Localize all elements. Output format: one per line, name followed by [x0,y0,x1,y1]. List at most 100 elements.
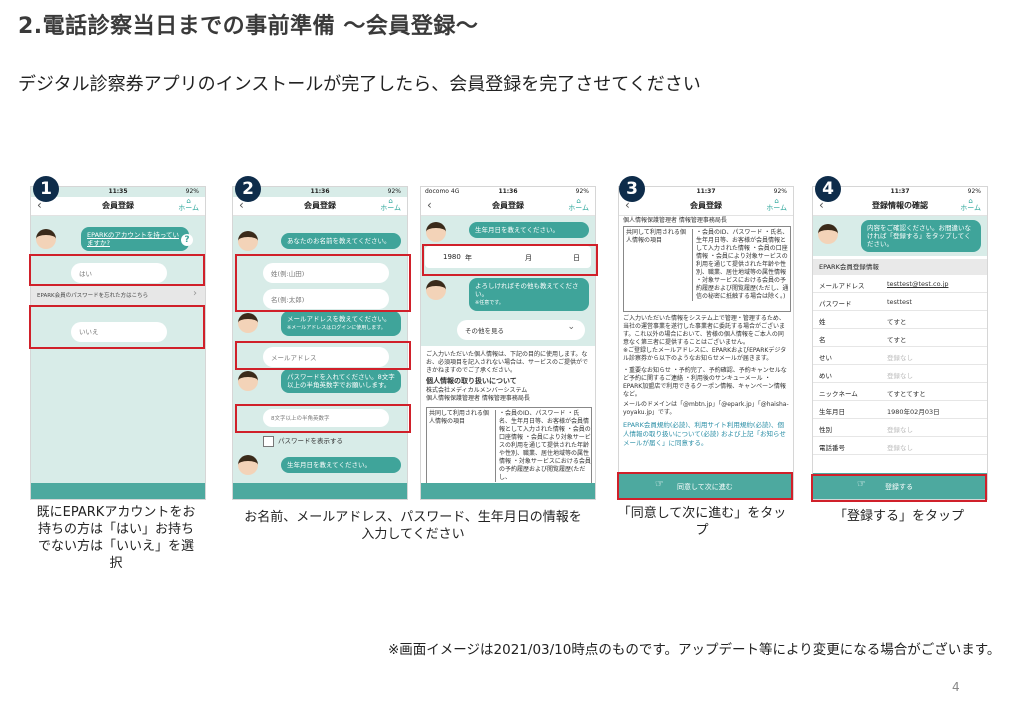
step-badge-3: 3 [619,176,645,202]
nav-bar: ‹ 会員登録 ⌂ホーム [31,197,205,216]
manager-line: 個人情報保護管理者 情報管理事務局長 [623,217,727,224]
see-more-button[interactable]: その他を見る ⌄ [457,320,585,340]
avatar [238,313,258,333]
avatar [238,231,258,251]
sei-input[interactable]: 姓(例:山田) [263,263,389,283]
other-question-bubble: よろしければその他も教えてください。※任意です。 [469,278,589,311]
mail-domains: メールのドメインは「@mbtn.jp」「@epark.jp」「@haisha-y… [623,401,789,416]
screen-title: 登録情報の確認 [872,201,928,210]
nav-bar: ‹ 会員登録 ⌂ホーム [233,197,407,216]
register-button[interactable]: ☞ 登録する [813,473,987,499]
confirm-row: 姓てすと [813,311,987,329]
phone-step3: 4G 11:37 92% ‹ 会員登録 ⌂ホーム 個人情報保護管理者 情報管理事… [618,186,794,500]
footer-bar [421,483,595,499]
ask-birth-bubble: 生年月日を教えてください。 [281,457,401,473]
avatar [238,371,258,391]
birthdate-picker[interactable]: 1980 年 月 日 [425,246,591,268]
phone-step4: 4G 11:37 92% ‹ 登録情報の確認 ⌂ホーム 内容をご確認ください。お… [812,186,988,500]
privacy-table: 共同して利用される個人情報の項目 ・会員のID、パスワード ・氏名、生年月日等、… [623,226,791,312]
screen-title: 会員登録 [102,201,134,210]
screen-title: 会員登録 [690,201,722,210]
ask-name-bubble: あなたのお名前を教えてください。 [281,233,401,249]
email-input[interactable]: メールアドレス [263,347,389,367]
chat-area: 生年月日を教えてください。 1980 年 月 日 よろしければその他も教えてくだ… [421,216,595,346]
nav-bar: ‹ 登録情報の確認 ⌂ホーム [813,197,987,216]
outsourcing-paragraph: ご入力いただいた情報をシステム上で管理・管理するため、当社の運営事業を遂行した事… [623,315,786,346]
ask-birth-bubble: 生年月日を教えてください。 [469,222,589,238]
phone-step2b: docomo 4G 11:36 92% ‹ 会員登録 ⌂ホーム 生年月日を教えて… [420,186,596,500]
footer-bar [233,483,407,499]
confirm-row: 性別登録なし [813,419,987,437]
highlight-yes [29,254,205,286]
phone-step2a: 4G 11:36 92% ‹ 会員登録 ⌂ホーム あなたのお名前を教えてください… [232,186,408,500]
checkbox-icon [263,435,274,447]
highlight-email [235,341,411,370]
mei-input[interactable]: 名(例:太郎) [263,289,389,309]
caption-step3: 「同意して次に進む」をタップ [617,506,787,538]
home-icon[interactable]: ⌂ホーム [380,197,401,212]
agreement-text[interactable]: EPARK会員規約(必読)、利用サイト利用規約(必読)、個人情報の取り扱いについ… [623,421,786,447]
home-icon[interactable]: ⌂ホーム [766,197,787,212]
ask-mail-bubble: メールアドレスを教えてください。※メールアドレスはログインに使用します。 [281,311,401,336]
home-icon[interactable]: ⌂ホーム [178,197,199,212]
caption-step4: 「登録する」をタップ [833,509,964,524]
no-button[interactable]: いいえ [71,322,167,342]
confirm-row: 電話番号登録なし [813,437,987,455]
avatar [426,222,446,242]
chevron-down-icon: ⌄ [567,322,575,332]
highlight-birthdate [422,244,598,276]
help-icon[interactable]: ? [181,234,193,246]
highlight-no [29,305,205,349]
page-number: 4 [952,680,960,694]
manager-line: 個人情報保護管理者 情報管理事務局長 [426,395,530,402]
highlight-agree-button [617,472,793,500]
caption-step1: 既にEPARKアカウントをお持ちの方は「はい」お持ちでない方は「いいえ」を選択 [36,505,196,571]
avatar [238,455,258,475]
agree-next-button[interactable]: ☞ 同意して次に進む [619,473,793,499]
status-bar: docomo 4G 11:36 92% [425,188,589,195]
privacy-title: 個人情報の取り扱いについて [426,377,517,385]
nav-bar: ‹ 会員登録 ⌂ホーム [421,197,595,216]
pointer-icon: ☞ [655,479,664,490]
step-badge-4: 4 [815,176,841,202]
back-icon[interactable]: ‹ [819,198,824,212]
show-password-checkbox[interactable]: パスワードを表示する [263,435,343,447]
password-input[interactable]: 8文字以上の半角英数字 [263,409,389,427]
confirm-message-area: 内容をご確認ください。お間違いなければ「登録する」をタップしてください。 [813,216,987,256]
privacy-table: 共同して利用される個人情報の項目 ・会員のID、パスワード ・氏名、生年月日等、… [426,407,592,485]
notice-text: ご入力いただいた個人情報は、下記の目的に使用します。なお、必須項目を記入されない… [426,351,589,374]
slide-subtitle: デジタル診察券アプリのインストールが完了したら、会員登録を完了させてください [18,74,701,95]
home-icon[interactable]: ⌂ホーム [568,197,589,212]
pointer-icon: ☞ [857,479,866,490]
footnote: ※画面イメージは2021/03/10時点のものです。アップデート等により変更にな… [388,642,1001,658]
phone-step1: 4G 11:35 92% ‹ 会員登録 ⌂ホーム EPARKのアカウントを持って… [30,186,206,500]
back-icon[interactable]: ‹ [427,198,432,212]
screen-title: 会員登録 [304,201,336,210]
step-badge-2: 2 [235,176,261,202]
highlight-password [235,404,411,433]
screen-title: 会員登録 [492,201,524,210]
notice-list: ・重要なお知らせ ・予約完了、予約確認、予約キャンセルなど予約に関するご連絡 ・… [623,367,787,398]
home-icon[interactable]: ⌂ホーム [960,197,981,212]
status-bar: 4G 11:37 92% [635,188,787,195]
ask-password-bubble: パスワードを入れてください。8文字以上の半角英数字でお願いします。 [281,369,401,393]
yes-button[interactable]: はい [71,263,167,283]
back-icon[interactable]: ‹ [625,198,630,212]
highlight-register-button [811,474,987,502]
confirm-row: めい登録なし [813,365,987,383]
caption-step2: お名前、メールアドレス、パスワード、生年月日の情報を入力してください [244,510,582,542]
chevron-right-icon: › [193,288,197,299]
slide-title: 2.電話診察当日までの事前準備 〜会員登録〜 [18,14,479,39]
confirm-row: ニックネームてすとてすと [813,383,987,401]
company-name: 株式会社メディカルメンバーシステム [426,387,528,394]
avatar [426,280,446,300]
mail-notice-paragraph: ※ご登録したメールアドレスに、EPARKおよびEPARKデジタル診察券から以下の… [623,347,787,362]
forgot-password-link[interactable]: EPARK会員のパスワードを忘れた方はこちら › [31,284,205,306]
back-icon[interactable]: ‹ [239,198,244,212]
footer-bar [31,483,205,499]
step-badge-1: 1 [33,176,59,202]
back-icon[interactable]: ‹ [37,198,42,212]
highlight-name [235,254,411,312]
